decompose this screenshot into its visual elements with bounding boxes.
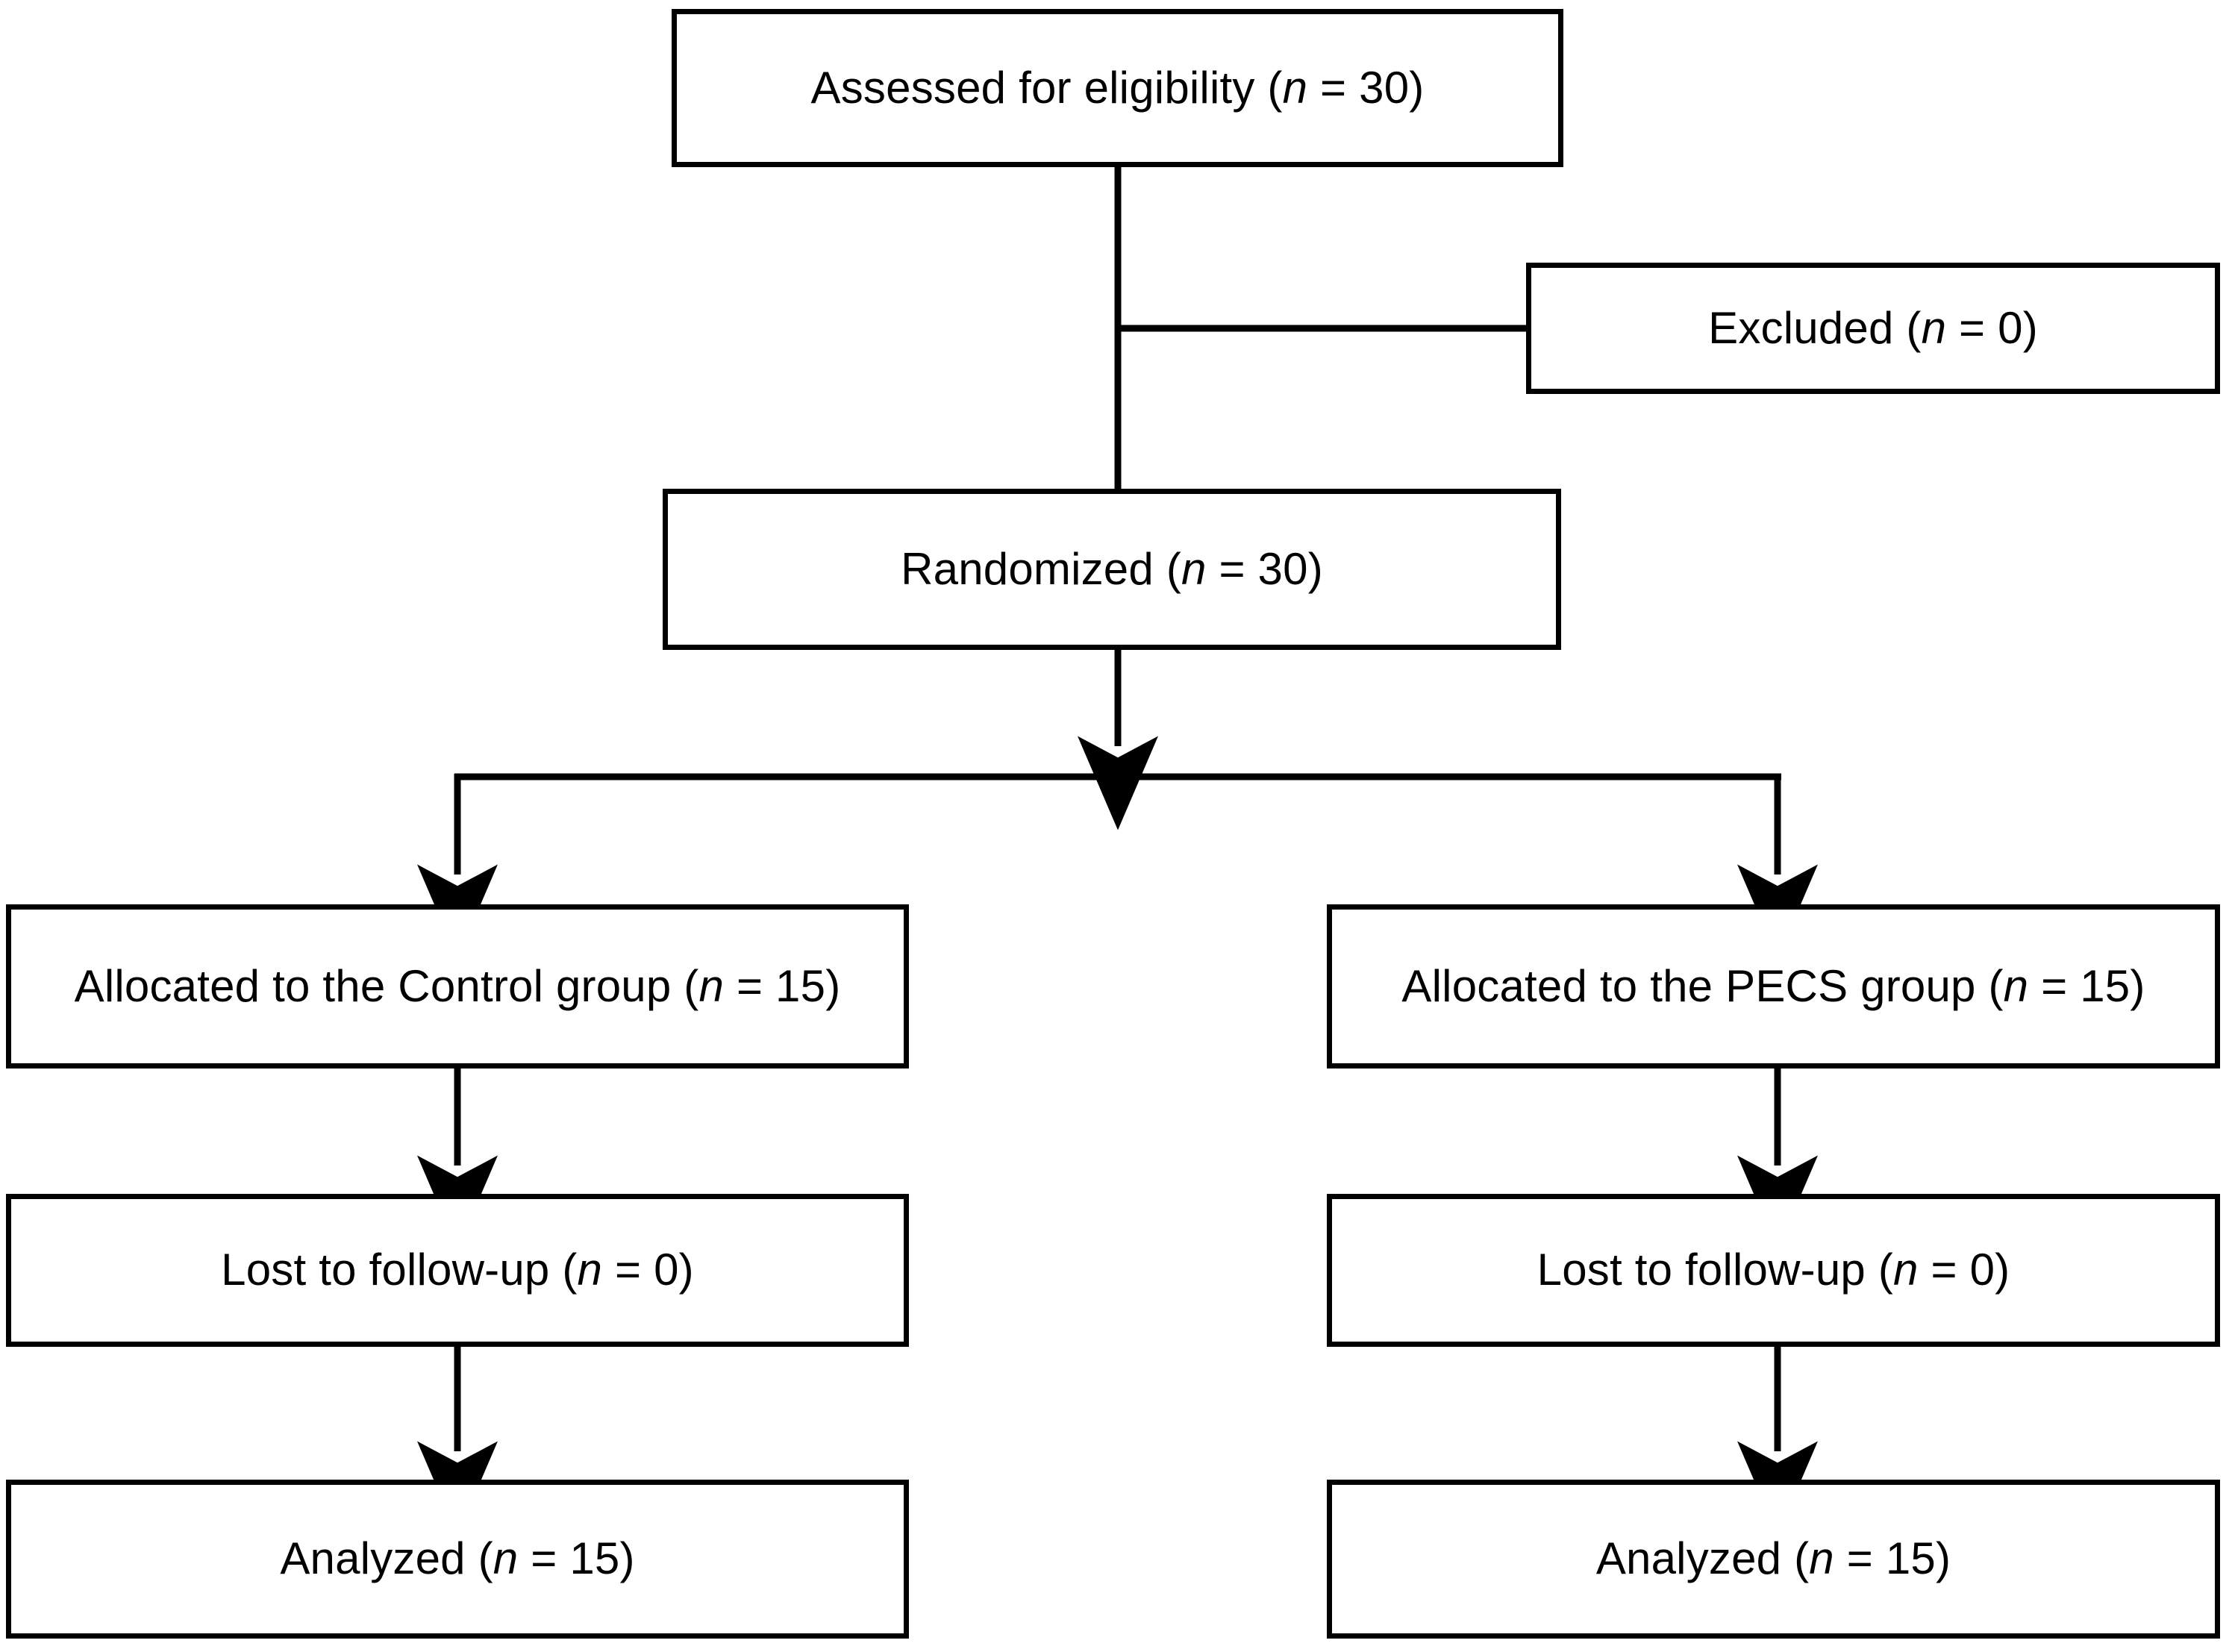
italic-n: n: [577, 1245, 603, 1295]
allocated-control-group-label: Allocated to the Control group (n = 15): [74, 960, 841, 1011]
italic-n: n: [1921, 302, 1947, 353]
excluded-label: Excluded (n = 0): [1708, 302, 2038, 353]
analyzed-control-box: Analyzed (n = 15): [6, 1480, 909, 1639]
analyzed-pecs-label: Analyzed (n = 15): [1595, 1533, 1951, 1584]
assessed-for-eligibility-label: Assessed for eligibility (n = 30): [810, 62, 1425, 113]
lost-to-followup-pecs-label: Lost to follow-up (n = 0): [1537, 1245, 2010, 1295]
italic-n: n: [1893, 1245, 1919, 1295]
randomized-box: Randomized (n = 30): [663, 489, 1561, 650]
analyzed-control-label: Analyzed (n = 15): [280, 1533, 635, 1584]
allocated-pecs-group-label: Allocated to the PECS group (n = 15): [1401, 960, 2145, 1011]
analyzed-pecs-box: Analyzed (n = 15): [1327, 1480, 2220, 1639]
excluded-box: Excluded (n = 0): [1526, 263, 2220, 394]
italic-n: n: [2003, 960, 2029, 1011]
italic-n: n: [1809, 1533, 1834, 1584]
italic-n: n: [1181, 543, 1207, 594]
allocated-control-group-box: Allocated to the Control group (n = 15): [6, 904, 909, 1069]
randomized-label: Randomized (n = 30): [901, 543, 1323, 594]
italic-n: n: [493, 1533, 519, 1584]
lost-to-followup-control-label: Lost to follow-up (n = 0): [221, 1245, 694, 1295]
italic-n: n: [698, 960, 725, 1011]
italic-n: n: [1282, 62, 1308, 113]
allocated-pecs-group-box: Allocated to the PECS group (n = 15): [1327, 904, 2220, 1069]
assessed-for-eligibility-box: Assessed for eligibility (n = 30): [672, 9, 1563, 167]
lost-to-followup-control-box: Lost to follow-up (n = 0): [6, 1194, 909, 1347]
lost-to-followup-pecs-box: Lost to follow-up (n = 0): [1327, 1194, 2220, 1347]
